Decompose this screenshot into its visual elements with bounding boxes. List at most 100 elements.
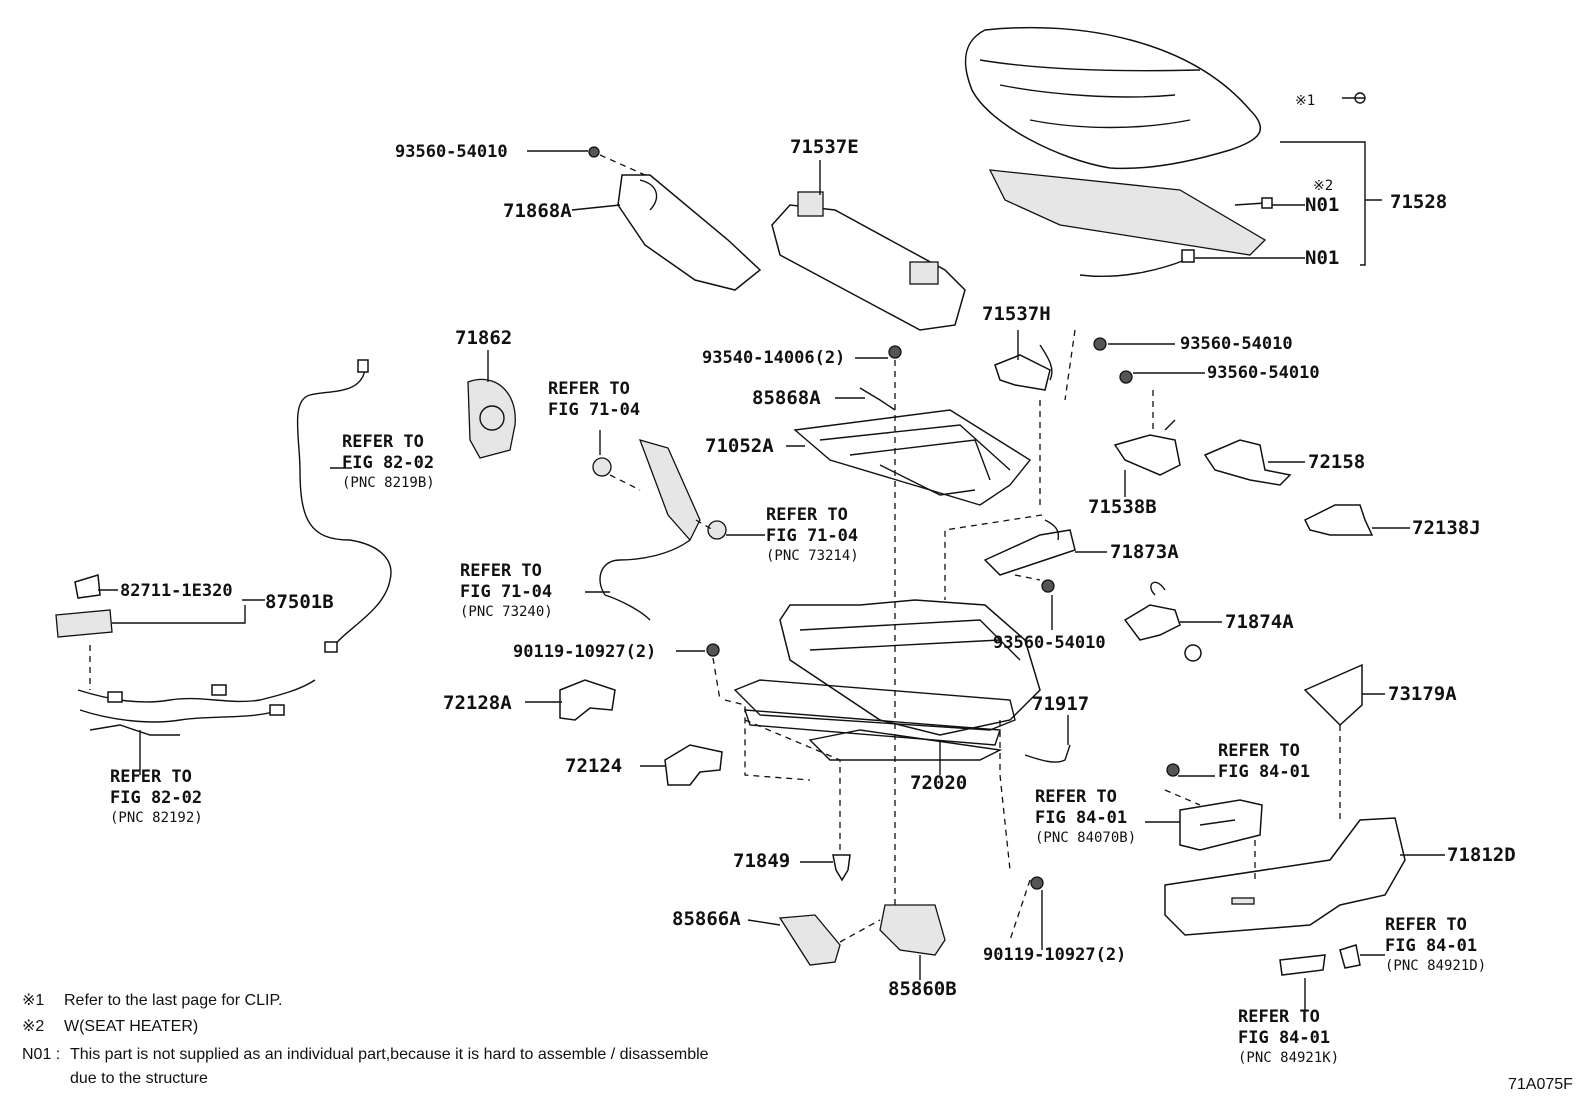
- clip-71849-drawing: [832, 854, 851, 882]
- label-71874a: 71874A: [1225, 611, 1294, 633]
- switch-84070b-drawing: [1166, 763, 1263, 851]
- label-72128a: 72128A: [443, 692, 512, 714]
- label-82711: 82711-1E320: [120, 581, 233, 601]
- cover-73179a-drawing: [1303, 663, 1363, 727]
- bracket-85860b-drawing: [879, 904, 946, 956]
- bolt-left-icon: [706, 643, 720, 657]
- refer-84-01-b: REFER TO FIG 84-01 (PNC 84070B): [1035, 787, 1136, 846]
- note-3-line2: due to the structure: [70, 1070, 208, 1087]
- label-72020: 72020: [910, 772, 967, 794]
- svg-text:REFER TO: REFER TO: [1035, 787, 1117, 807]
- note-3-mark: N01 :: [22, 1046, 60, 1063]
- label-71917: 71917: [1032, 693, 1089, 715]
- bracket-71538b-drawing: [1113, 419, 1181, 476]
- label-71537e: 71537E: [790, 136, 859, 158]
- figure-code: 71A075F: [1508, 1076, 1573, 1093]
- label-85860b: 85860B: [888, 978, 957, 1000]
- label-71873a: 71873A: [1110, 541, 1179, 563]
- label-n01-top: N01: [1305, 194, 1339, 216]
- bracket-71873a-drawing: [983, 519, 1076, 576]
- refer-82-02-bottom: REFER TO FIG 82-02 (PNC 82192): [110, 767, 203, 826]
- label-93560-top: 93560-54010: [395, 142, 508, 162]
- svg-text:REFER TO: REFER TO: [1385, 915, 1467, 935]
- refer-84-01-c: REFER TO FIG 84-01 (PNC 84921D): [1385, 915, 1486, 974]
- buckle-drawing: [592, 439, 727, 621]
- refer-71-04-left: REFER TO FIG 71-04 (PNC 73240): [460, 561, 553, 620]
- svg-text:REFER TO: REFER TO: [766, 505, 848, 525]
- bolt-r1-icon: [1093, 337, 1107, 351]
- svg-text:FIG 84-01: FIG 84-01: [1035, 808, 1127, 828]
- note-1-text: Refer to the last page for CLIP.: [64, 992, 283, 1009]
- cover-85866a-drawing: [778, 914, 841, 966]
- svg-text:REFER TO: REFER TO: [342, 432, 424, 452]
- label-71868a: 71868A: [503, 200, 572, 222]
- note-3-line1: This part is not supplied as an individu…: [70, 1046, 709, 1063]
- footnotes: ※1 Refer to the last page for CLIP. ※2 W…: [22, 992, 709, 1087]
- label-73179a: 73179A: [1388, 683, 1457, 705]
- label-93560-r1: 93560-54010: [1180, 334, 1293, 354]
- refer-84-01-d: REFER TO FIG 84-01 (PNC 84921K): [1238, 1007, 1339, 1066]
- svg-text:REFER TO: REFER TO: [110, 767, 192, 787]
- label-71528: 71528: [1390, 191, 1447, 213]
- refer-71-04-top: REFER TO FIG 71-04: [548, 379, 640, 420]
- label-85866a: 85866A: [672, 908, 741, 930]
- svg-text:FIG 82-02: FIG 82-02: [342, 453, 434, 473]
- label-87501b: 87501B: [265, 591, 334, 613]
- svg-text:(PNC 84921D): (PNC 84921D): [1385, 958, 1486, 974]
- svg-text:FIG 71-04: FIG 71-04: [460, 582, 552, 602]
- label-72138j: 72138J: [1412, 517, 1481, 539]
- label-93540: 93540-14006(2): [702, 348, 845, 368]
- bolt-bottom-icon: [1030, 876, 1044, 890]
- svg-text:REFER TO: REFER TO: [1218, 741, 1300, 761]
- svg-text:(PNC 73240): (PNC 73240): [460, 604, 553, 620]
- note-1-mark: ※1: [22, 992, 44, 1009]
- module-87501b-drawing: [55, 574, 113, 638]
- refer-71-04-right: REFER TO FIG 71-04 (PNC 73214): [766, 505, 859, 564]
- svg-text:REFER TO: REFER TO: [548, 379, 630, 399]
- label-72124: 72124: [565, 755, 622, 777]
- svg-text:REFER TO: REFER TO: [460, 561, 542, 581]
- svg-text:(PNC 82192): (PNC 82192): [110, 810, 203, 826]
- cover-72128a-drawing: [559, 679, 616, 721]
- label-71862: 71862: [455, 327, 512, 349]
- note-2-text: W(SEAT HEATER): [64, 1018, 198, 1035]
- svg-text:(PNC 84921K): (PNC 84921K): [1238, 1050, 1339, 1066]
- floor-harness-drawing: [77, 679, 316, 736]
- label-93560-r2: 93560-54010: [1207, 363, 1320, 383]
- label-71849: 71849: [733, 850, 790, 872]
- cover-72138j-drawing: [1303, 504, 1374, 536]
- refer-84-01-a: REFER TO FIG 84-01: [1218, 741, 1310, 782]
- label-90119-left: 90119-10927(2): [513, 642, 656, 662]
- label-71052a: 71052A: [705, 435, 774, 457]
- wire-71917-drawing: [1024, 744, 1071, 763]
- seat-frame-72020-drawing: [733, 599, 1041, 761]
- label-71812d: 71812D: [1447, 844, 1516, 866]
- label-71537h: 71537H: [982, 303, 1051, 325]
- bracket-71874a-drawing: [1123, 581, 1202, 662]
- svg-text:(PNC 8219B): (PNC 8219B): [342, 475, 435, 491]
- label-93560-mid: 93560-54010: [993, 633, 1106, 653]
- svg-text:REFER TO: REFER TO: [1238, 1007, 1320, 1027]
- bolt-r2-icon: [1119, 370, 1133, 384]
- svg-text:FIG 84-01: FIG 84-01: [1385, 936, 1477, 956]
- wire-harness-drawing: [296, 359, 392, 653]
- svg-text:(PNC 73214): (PNC 73214): [766, 548, 859, 564]
- label-72158: 72158: [1308, 451, 1365, 473]
- bracket-71537h-drawing: [994, 344, 1053, 391]
- bolt-mid-icon: [1041, 579, 1055, 593]
- shield-71868a-drawing: [588, 146, 762, 291]
- seat-cushion-cover-drawing: [964, 26, 1366, 170]
- mark-x1: ※1: [1295, 93, 1315, 109]
- leader-lines: [89, 97, 1445, 1010]
- svg-text:FIG 84-01: FIG 84-01: [1238, 1028, 1330, 1048]
- cover-71862-drawing: [467, 378, 516, 459]
- svg-text:FIG 84-01: FIG 84-01: [1218, 762, 1310, 782]
- cover-72124-drawing: [664, 744, 723, 786]
- side-shield-71812d-drawing: [1164, 817, 1406, 976]
- svg-text:(PNC 84070B): (PNC 84070B): [1035, 830, 1136, 846]
- label-90119-bottom: 90119-10927(2): [983, 945, 1126, 965]
- svg-text:FIG 82-02: FIG 82-02: [110, 788, 202, 808]
- note-2-mark: ※2: [22, 1018, 44, 1035]
- label-n01-bottom: N01: [1305, 247, 1339, 269]
